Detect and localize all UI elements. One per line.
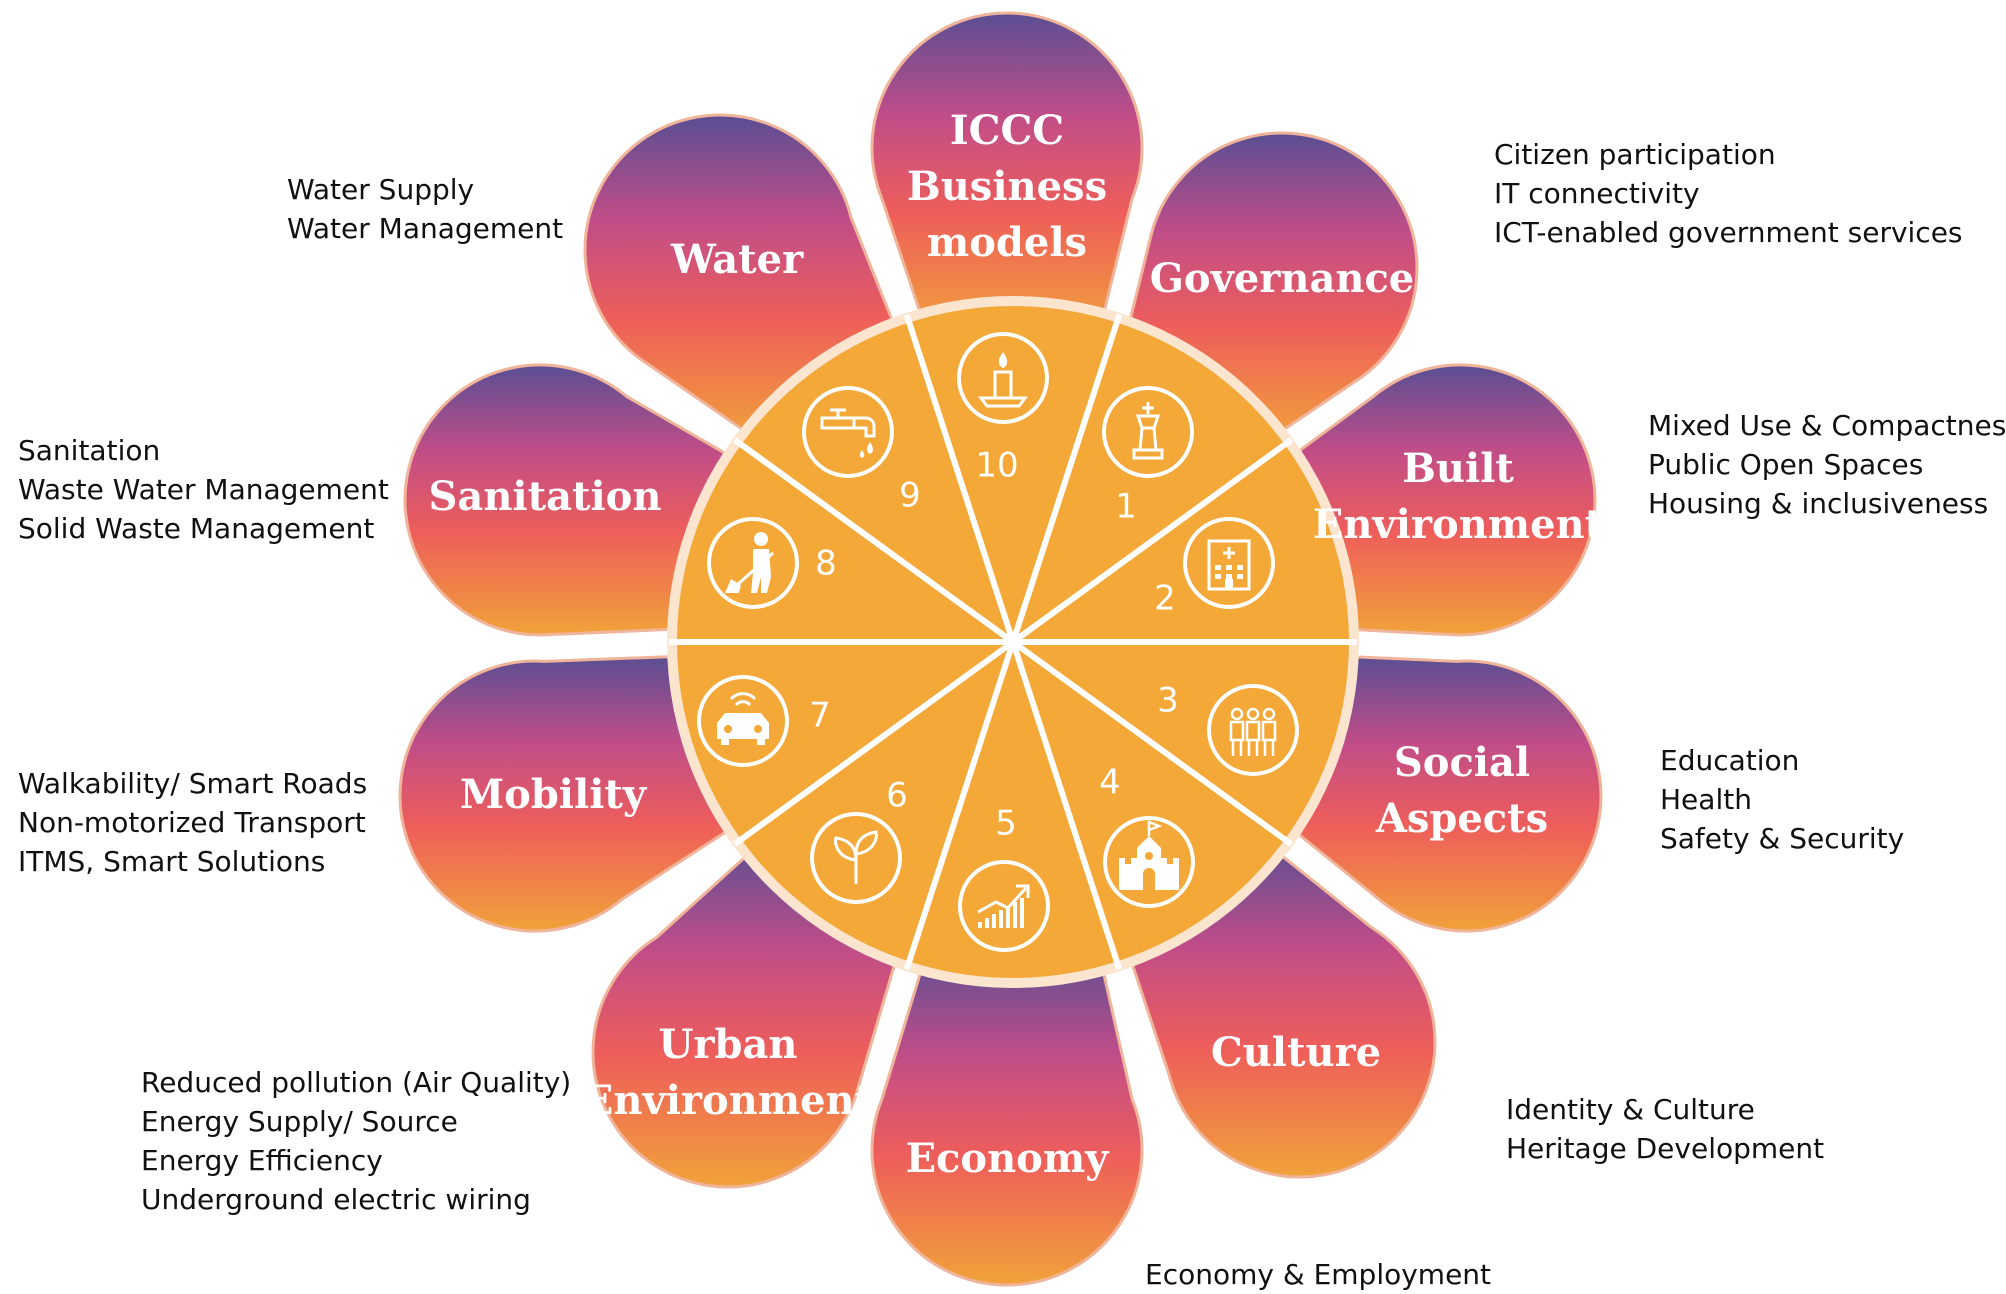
- desc-line: Heritage Development: [1506, 1132, 1825, 1165]
- petal-title: Water: [670, 236, 804, 283]
- castle-icon: [1103, 816, 1195, 908]
- desc-line: Underground electric wiring: [141, 1183, 531, 1216]
- desc-line: Walkability/ Smart Roads: [18, 767, 368, 800]
- segment-number: 7: [809, 696, 831, 736]
- segment-divider: [732, 437, 1015, 645]
- desc-line: Health: [1660, 783, 1752, 816]
- chess-king-icon: [1102, 386, 1194, 478]
- desc-line: Energy Supply/ Source: [141, 1105, 458, 1138]
- economy-description: Economy & Employment: [1145, 1255, 1491, 1294]
- culture-description: Identity & Culture Heritage Development: [1506, 1090, 1824, 1168]
- desc-line: IT connectivity: [1494, 177, 1700, 210]
- desc-line: ICT-enabled government services: [1494, 216, 1963, 249]
- segment-number: 3: [1157, 681, 1179, 721]
- segment-divider: [1010, 313, 1123, 643]
- segment-number: 6: [886, 776, 908, 816]
- petal: [403, 363, 751, 637]
- petal-title: Built: [1402, 445, 1514, 492]
- segment-number: 2: [1154, 579, 1176, 619]
- segment-number: 9: [899, 476, 921, 516]
- petal-title: Governance: [1150, 255, 1415, 302]
- smart-car-icon: [697, 675, 789, 767]
- desc-line: Energy Efficiency: [141, 1144, 383, 1177]
- people-group-icon: [1207, 684, 1299, 776]
- segment-number: 1: [1115, 487, 1137, 527]
- petal-title: Mobility: [460, 771, 648, 818]
- water-description: Water Supply Water Management: [287, 170, 563, 248]
- petal-title: Business: [907, 163, 1107, 210]
- segment-divider: [1011, 437, 1294, 645]
- desc-line: Public Open Spaces: [1648, 448, 1924, 481]
- sweeper-icon: [707, 517, 799, 609]
- desc-line: Water Management: [287, 212, 564, 245]
- segment-divider: [903, 641, 1016, 971]
- desc-line: Reduced pollution (Air Quality): [141, 1066, 572, 1099]
- desc-line: Water Supply: [287, 173, 475, 206]
- sanitation-description: Sanitation Waste Water Management Solid …: [18, 431, 389, 548]
- sprout-icon: [810, 812, 902, 904]
- desc-line: Housing & inclusiveness: [1648, 487, 1989, 520]
- desc-line: Economy & Employment: [1145, 1258, 1492, 1291]
- desc-line: Safety & Security: [1660, 822, 1905, 855]
- desc-line: Citizen participation: [1494, 138, 1776, 171]
- segment-divider: [1010, 641, 1123, 971]
- desc-line: Sanitation: [18, 434, 161, 467]
- petal: [398, 654, 751, 933]
- petal-title: Sanitation: [429, 473, 662, 520]
- petal-title: Social: [1394, 739, 1530, 786]
- petal: [1275, 363, 1597, 637]
- segment-number: 10: [975, 446, 1018, 486]
- desc-line: Non-motorized Transport: [18, 806, 366, 839]
- petal-title: models: [927, 219, 1087, 266]
- segment-number: 5: [995, 804, 1017, 844]
- mobility-description: Walkability/ Smart Roads Non-motorized T…: [18, 764, 367, 881]
- petal: [870, 946, 1144, 1287]
- desc-line: Mixed Use & Compactness: [1648, 409, 2006, 442]
- social-aspects-description: Education Health Safety & Security: [1660, 741, 1904, 858]
- segment-number: 8: [815, 544, 837, 584]
- segment-number: 4: [1099, 763, 1121, 803]
- desc-line: Identity & Culture: [1506, 1093, 1755, 1126]
- urban-environment-description: Reduced pollution (Air Quality) Energy S…: [141, 1063, 571, 1219]
- water-tap-icon: [802, 386, 894, 478]
- built-environment-description: Mixed Use & Compactness Public Open Spac…: [1648, 406, 2006, 523]
- petal-titles: ICCC Business modelsGovernanceBuiltEnviron…: [429, 107, 1604, 1182]
- desc-line: Waste Water Management: [18, 473, 389, 506]
- candle-icon: [957, 332, 1049, 424]
- segment-divider: [903, 313, 1016, 643]
- petal-title: Culture: [1211, 1029, 1381, 1076]
- petal-title: Environment: [583, 1077, 874, 1124]
- governance-description: Citizen participation IT connectivity IC…: [1494, 135, 1963, 252]
- segment-divider: [732, 639, 1015, 847]
- petal-title: ICCC: [950, 107, 1064, 154]
- desc-line: Solid Waste Management: [18, 512, 375, 545]
- petal-title: Environment: [1313, 501, 1604, 548]
- desc-line: ITMS, Smart Solutions: [18, 845, 326, 878]
- segment-divider: [1011, 639, 1294, 847]
- petal-title: Aspects: [1375, 795, 1548, 842]
- petal: [870, 11, 1144, 338]
- petal-title: Urban: [659, 1021, 798, 1068]
- hospital-building-icon: [1183, 517, 1275, 609]
- center-hub: 10 1 2 3 4 5 6 7 8 9: [667, 296, 1359, 988]
- petal: [1276, 654, 1603, 933]
- petal-title: Economy: [906, 1135, 1111, 1182]
- desc-line: Education: [1660, 744, 1800, 777]
- growth-chart-icon: [958, 860, 1050, 952]
